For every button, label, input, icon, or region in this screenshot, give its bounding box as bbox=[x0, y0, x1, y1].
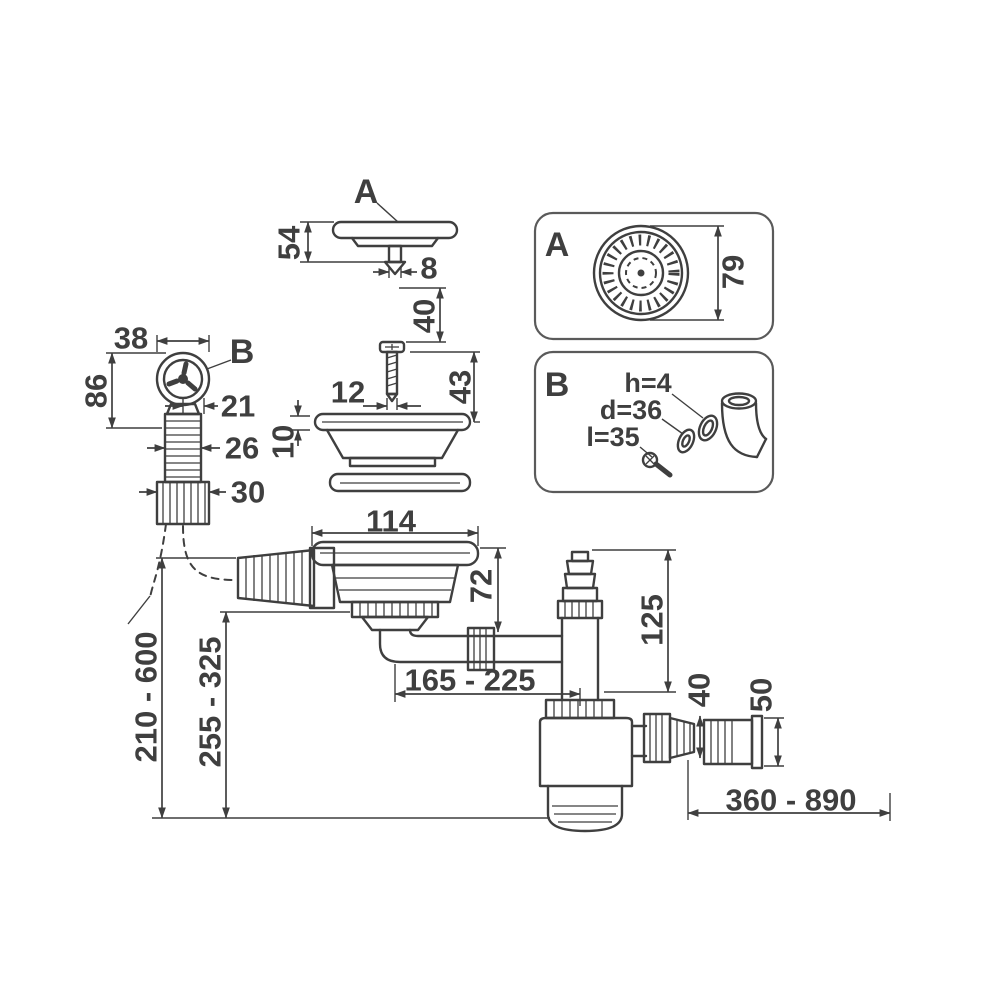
dim-flange-diameter: 114 bbox=[366, 504, 417, 539]
detail-box-a bbox=[533, 211, 775, 341]
labels: A B 54 8 40 12 43 10 38 86 21 26 30 114 … bbox=[79, 173, 857, 818]
plug-drawing bbox=[331, 202, 459, 276]
dim-outlet-adapter-diameter: 40 bbox=[682, 673, 717, 707]
callout-b: B bbox=[230, 333, 255, 371]
detail-b-label: B bbox=[545, 366, 570, 404]
dim-overflow-height: 86 bbox=[79, 374, 114, 408]
dim-trap-height-range: 255 - 325 bbox=[193, 637, 228, 768]
strainer-basket-drawing bbox=[313, 412, 472, 468]
dim-screw-diameter: 12 bbox=[331, 375, 365, 410]
callout-a: A bbox=[354, 173, 379, 211]
dim-detail-a-diameter: 79 bbox=[716, 255, 751, 289]
dim-overflow-offset: 21 bbox=[221, 389, 255, 424]
dim-overflow-hose-range: 210 - 600 bbox=[129, 632, 164, 763]
dim-pin-diameter: 8 bbox=[420, 251, 437, 286]
dim-outlet-pipe-diameter: 50 bbox=[744, 678, 779, 712]
dim-overflow-width: 38 bbox=[114, 321, 148, 356]
dim-detail-screw-length: l=35 bbox=[586, 422, 639, 452]
dimension-lines bbox=[106, 221, 891, 821]
gasket-drawing bbox=[328, 472, 472, 493]
dim-pipe-span: 165 - 225 bbox=[405, 663, 536, 698]
dim-screw-length: 40 bbox=[407, 299, 442, 333]
dim-inlet-height: 125 bbox=[635, 594, 670, 646]
dim-outlet-drop: 72 bbox=[464, 569, 499, 603]
dim-overflow-hose-diameter: 26 bbox=[225, 431, 259, 466]
dim-washer-diameter: d=36 bbox=[600, 395, 662, 425]
dim-overflow-connector-diameter: 30 bbox=[231, 475, 265, 510]
detail-box-b bbox=[533, 350, 775, 494]
detail-a-label: A bbox=[545, 226, 570, 264]
dim-washer-height: h=4 bbox=[624, 368, 671, 398]
screw-drawing bbox=[378, 340, 406, 403]
drain-assembly-drawing bbox=[236, 540, 604, 702]
dim-plug-height: 54 bbox=[272, 225, 307, 260]
siphon-trap-drawing bbox=[538, 698, 764, 833]
dim-gasket-thickness: 10 bbox=[266, 425, 301, 459]
dim-strainer-height: 43 bbox=[443, 370, 478, 404]
dim-outlet-reach: 360 - 890 bbox=[726, 783, 857, 818]
